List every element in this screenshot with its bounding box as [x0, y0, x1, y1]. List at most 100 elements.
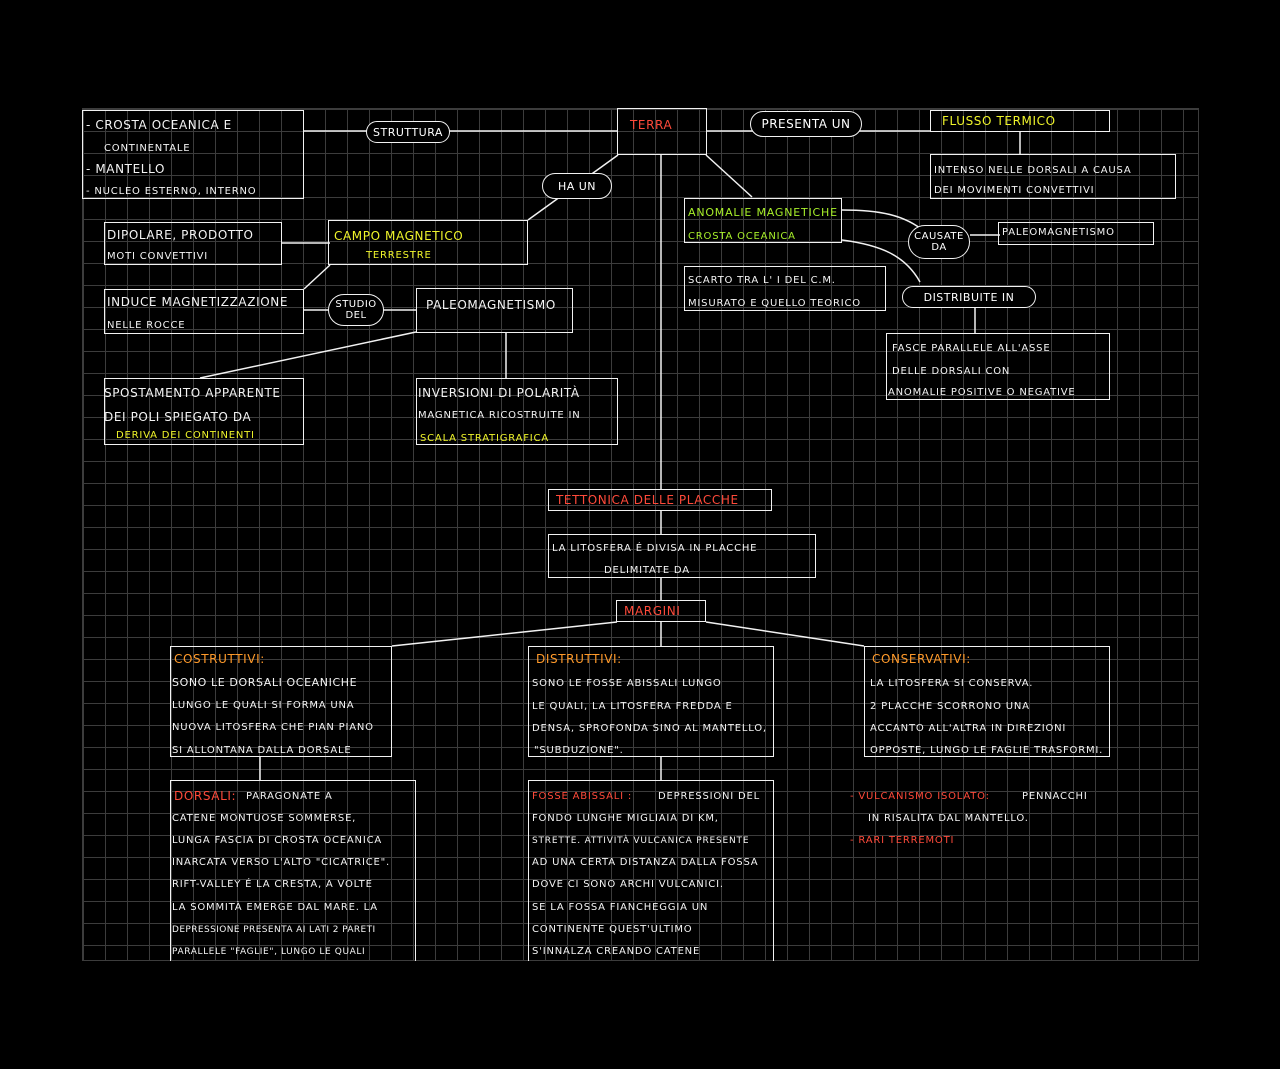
- conservativi-line-1: La litosfera si conserva.: [870, 678, 1034, 689]
- paleomag2-label: Paleomagnetismo: [1002, 227, 1115, 238]
- fosse-line-8: s'innalza creando catene: [532, 946, 701, 957]
- fasce-line-3: anomalie positive o negative: [888, 387, 1076, 398]
- dorsali-line-7: depressione presenta ai lati 2 pareti: [172, 925, 376, 935]
- scarto-box: [684, 266, 886, 311]
- dorsali-line-5: Rift-valley é la cresta, a volte: [172, 879, 373, 890]
- campo-title-1: Campo Magnetico: [334, 229, 464, 243]
- struttura-line-4: - Nucleo Esterno, Interno: [86, 186, 257, 197]
- tettonica-box: [548, 489, 772, 511]
- fosse-line-5: dove ci sono archi vulcanici.: [532, 879, 724, 890]
- dipolare-line-1: Dipolare, prodotto: [107, 228, 254, 242]
- conservativi-title: Conservativi:: [872, 652, 971, 666]
- costruttivi-box: [170, 646, 392, 757]
- dorsali-title: Dorsali:: [174, 789, 237, 803]
- scarto-line-2: misurato e quello teorico: [688, 298, 861, 309]
- anomalie-box: [684, 198, 842, 243]
- struttura-line-2: continentale: [104, 143, 191, 154]
- presenta-link: Presenta un: [750, 111, 862, 137]
- conservativi-line-4: opposte, lungo le faglie trasformi.: [870, 745, 1104, 756]
- dipolare-box: [104, 222, 282, 265]
- dorsali-box: [170, 780, 416, 961]
- conservativi-line-2: 2 placche scorrono una: [870, 701, 1030, 712]
- anomalie-title-2: Crosta Oceanica: [688, 231, 796, 242]
- studio-link-line-1: Studio: [335, 299, 377, 310]
- inversioni-box: [416, 378, 618, 445]
- distruttivi-line-2: le quali, la litosfera fredda e: [532, 701, 733, 712]
- inversioni-line-2: Magnetica Ricostruite in: [418, 410, 581, 421]
- fosse-line-3: strette. Attività vulcanica presente: [532, 836, 750, 846]
- causate-link: Causate da: [908, 225, 970, 259]
- scarto-line-1: Scarto tra l' i del C.M.: [688, 275, 836, 286]
- costruttivi-line-4: si allontana dalla dorsale: [172, 745, 352, 756]
- dipolare-line-2: moti convettivi: [107, 251, 209, 262]
- paleo-label: Paleomagnetismo: [426, 298, 556, 312]
- flusso-line-1: Intenso nelle dorsali a causa: [934, 165, 1132, 176]
- fasce-box: [886, 333, 1110, 400]
- campo-box: [328, 220, 528, 265]
- costruttivi-title: Costruttivi:: [174, 652, 265, 666]
- litosfera-line-1: La litosfera é divisa in placche: [552, 543, 758, 554]
- fasce-line-1: Fasce parallele all'asse: [892, 343, 1051, 354]
- inversioni-line-1: Inversioni di Polarità: [418, 386, 580, 400]
- induce-line-1: Induce magnetizzazione: [107, 295, 289, 309]
- terra-label: Terra: [630, 118, 673, 132]
- litosfera-box: [548, 534, 816, 578]
- struttura-line-3: - Mantello: [86, 162, 165, 176]
- vulcanismo-line-2: in risalita dal mantello.: [868, 813, 1029, 824]
- spostamento-line-2: dei Poli spiegato da: [104, 410, 252, 424]
- flusso-title-box: [930, 110, 1110, 132]
- margini-title: Margini: [624, 604, 681, 618]
- costruttivi-line-3: nuova litosfera che pian piano: [172, 722, 374, 733]
- fosse-line-6: Se la fossa fiancheggia un: [532, 902, 709, 913]
- costruttivi-line-1: Sono le dorsali Oceaniche: [172, 676, 358, 689]
- studio-link-line-2: del: [345, 310, 367, 321]
- distribuite-link: Distribuite in: [902, 286, 1036, 308]
- fosse-line-4: ad una certa distanza dalla fossa: [532, 857, 759, 868]
- flusso-line-2: dei movimenti convettivi: [934, 185, 1095, 196]
- flusso-title: Flusso Termico: [942, 114, 1056, 128]
- margini-box: [616, 600, 706, 622]
- vulcanismo-title: - Vulcanismo Isolato:: [850, 791, 990, 802]
- fosse-line-2: fondo lunghe migliaia di Km,: [532, 813, 719, 824]
- ha-un-link: Ha un: [542, 173, 612, 199]
- conservativi-box: [864, 646, 1110, 757]
- terra-node: [617, 108, 707, 155]
- distruttivi-line-1: sono le fosse abissali lungo: [532, 678, 722, 689]
- distruttivi-box: [528, 646, 774, 757]
- litosfera-line-2: delimitate da: [604, 565, 690, 576]
- spostamento-line-1: Spostamento Apparente: [104, 386, 281, 400]
- spostamento-box: [104, 378, 304, 445]
- inversioni-highlight: Scala stratigrafica: [420, 433, 549, 444]
- induce-line-2: nelle rocce: [107, 320, 186, 331]
- fosse-title: Fosse abissali :: [532, 791, 633, 802]
- spostamento-highlight: Deriva dei continenti: [116, 430, 255, 441]
- fosse-line-7: continente quest'ultimo: [532, 924, 693, 935]
- induce-box: [104, 289, 304, 334]
- tettonica-title: Tettonica delle placche: [556, 493, 739, 507]
- distruttivi-line-3: densa, sprofonda sino al mantello,: [532, 723, 767, 734]
- struttura-line-1: - Crosta oceanica e: [86, 118, 232, 132]
- costruttivi-line-2: lungo le quali si forma una: [172, 700, 355, 711]
- dorsali-line-4: inarcata verso l'alto "cicatrice".: [172, 857, 391, 868]
- paleo-box: [416, 288, 573, 333]
- distruttivi-line-4: "subduzione".: [534, 745, 624, 756]
- studio-link: Studio del: [328, 294, 384, 326]
- dorsali-line-8: parallele "faglie", lungo le quali: [172, 947, 366, 957]
- dorsali-line-2: catene montuose sommerse,: [172, 813, 357, 824]
- dorsali-line-1: paragonate a: [246, 791, 333, 802]
- paleomag2-box: [998, 222, 1154, 245]
- anomalie-title-1: Anomalie magnetiche: [688, 206, 838, 219]
- dorsali-line-3: lunga fascia di crosta oceanica: [172, 835, 383, 846]
- vulcanismo-line-1: pennacchi: [1022, 791, 1088, 802]
- struttura-link: Struttura: [366, 121, 450, 143]
- conservativi-line-3: accanto all'altra in direzioni: [870, 723, 1067, 734]
- causate-link-line-2: da: [931, 242, 947, 253]
- dorsali-line-6: la sommità emerge dal mare. La: [172, 902, 378, 913]
- terremoti-title: - Rari Terremoti: [850, 835, 955, 846]
- fosse-box: [528, 780, 774, 961]
- flusso-box: [930, 154, 1176, 199]
- campo-title-2: Terrestre: [366, 250, 432, 261]
- fosse-line-1: depressioni del: [658, 791, 761, 802]
- struttura-box: [82, 110, 304, 199]
